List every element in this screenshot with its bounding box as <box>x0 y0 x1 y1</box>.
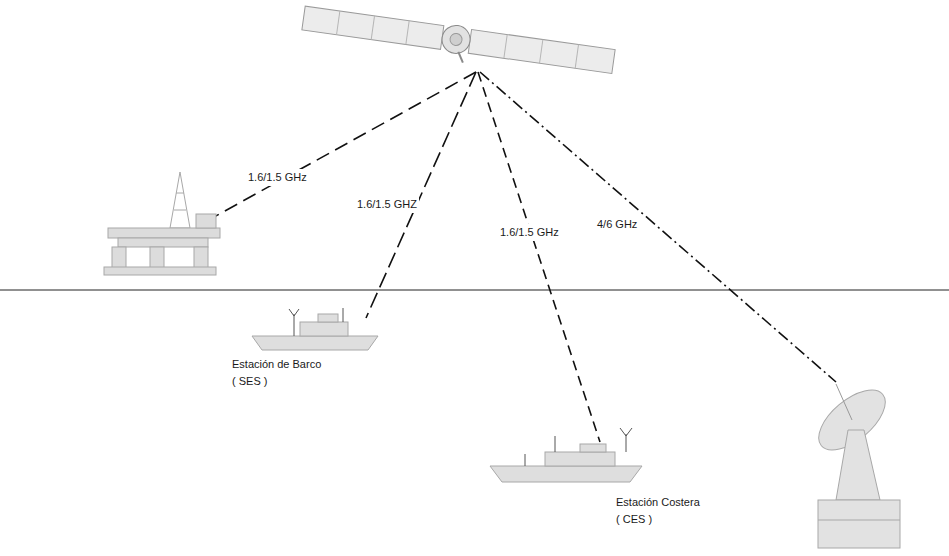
link-line <box>478 72 600 442</box>
station-name: Estación de Barco <box>232 356 326 373</box>
satellite <box>300 4 615 83</box>
frequency-label: 1.6/1.5 GHz <box>498 224 561 241</box>
station-code: ( SES ) <box>232 373 326 390</box>
station-caption: Estación de Barco( SES ) <box>232 356 326 392</box>
station-code: ( CES ) <box>616 511 704 528</box>
sea-line <box>0 290 949 291</box>
link-line <box>366 72 476 318</box>
radio-links <box>205 72 836 442</box>
earth-station-dish <box>809 379 900 548</box>
frequency-label: 1.6/1.5 GHZ <box>355 196 419 213</box>
frequency-label: 1.6/1.5 GHz <box>246 169 309 186</box>
link-line <box>205 72 476 222</box>
ship-illustration <box>252 308 378 350</box>
station-caption: Estación Costera( CES ) <box>616 494 704 530</box>
offshore-platform <box>104 172 220 275</box>
link-line <box>480 72 836 382</box>
station-name: Estación Costera <box>616 494 704 511</box>
frequency-label: 4/6 GHz <box>595 216 639 233</box>
ship-illustration <box>490 428 642 482</box>
